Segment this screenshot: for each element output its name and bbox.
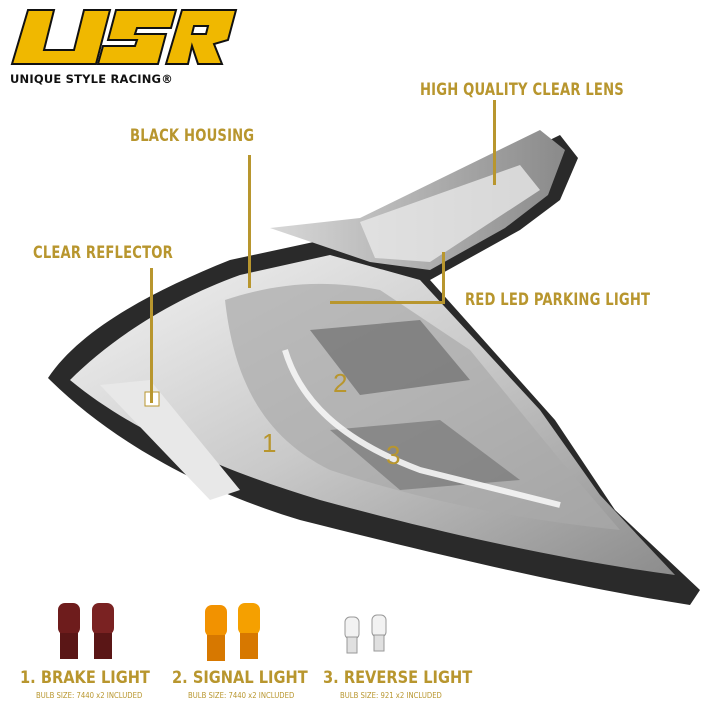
parking-leader-line-h xyxy=(330,301,445,304)
reflector-leader-line xyxy=(150,268,153,403)
brand-name: UNIQUE STYLE RACING® xyxy=(10,72,173,86)
brand-logo: UNIQUE STYLE RACING® xyxy=(8,6,238,86)
callout-black-housing: BLACK HOUSING xyxy=(130,126,255,146)
bulb-size-signal: BULB SIZE: 7440 x2 INCLUDED xyxy=(188,691,295,700)
marker-2: 2 xyxy=(333,368,348,398)
callout-red-led-parking: RED LED PARKING LIGHT xyxy=(465,290,651,310)
bulb-label-signal: 2. SIGNAL LIGHT xyxy=(172,668,308,688)
callout-clear-reflector: CLEAR REFLECTOR xyxy=(33,243,173,263)
bulb-size-reverse: BULB SIZE: 921 x2 INCLUDED xyxy=(340,691,442,700)
marker-1: 1 xyxy=(262,428,277,458)
bulb-label-brake: 1. BRAKE LIGHT xyxy=(20,668,150,688)
usr-logo-mark xyxy=(10,9,238,65)
signal-bulb-icon xyxy=(205,603,260,661)
marker-3: 3 xyxy=(386,440,401,470)
lens-leader-line xyxy=(493,100,496,185)
parking-leader-line-v xyxy=(442,252,445,304)
bulb-size-brake: BULB SIZE: 7440 x2 INCLUDED xyxy=(36,691,143,700)
bulb-images xyxy=(58,603,387,661)
reverse-bulb-icon xyxy=(344,614,387,654)
bulb-label-reverse: 3. REVERSE LIGHT xyxy=(323,668,473,688)
brake-bulb-icon xyxy=(58,603,114,659)
callout-clear-lens: HIGH QUALITY CLEAR LENS xyxy=(420,80,624,100)
housing-leader-line xyxy=(248,155,251,288)
